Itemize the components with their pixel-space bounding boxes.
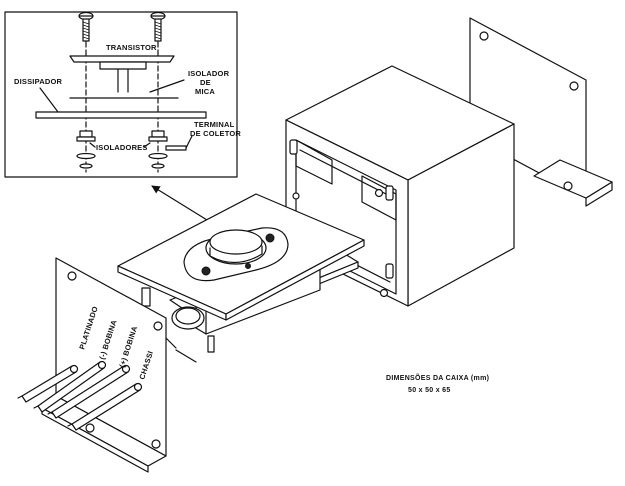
label-isolador-3: MICA [195,87,215,96]
label-dissipador: DISSIPADOR [14,77,63,86]
label-isolador-1: ISOLADOR [188,69,230,78]
insulator-bushing-right [148,130,168,169]
right-mounting-bracket [469,17,613,207]
transistor-side-view [69,55,175,93]
label-terminal-1: TERMINAL [194,120,235,129]
label-isolador-2: DE [200,78,211,87]
inset-frame [4,11,238,178]
power-transistor-to3 [183,227,289,282]
label-terminal-2: DE COLETOR [190,129,241,138]
heatsink-plate [35,111,207,119]
mounting-screw-left [78,11,94,42]
exploded-view-inset: TRANSISTOR ISOLADOR DE MICA DISSIPADOR T… [4,11,241,178]
dimensions-title: DIMENSÕES DA CAIXA (mm) [386,373,489,382]
front-panel-bracket [41,257,167,473]
dimensions-value: 50 x 50 x 65 [408,387,451,394]
label-isoladores: ISOLADORES [96,143,148,152]
label-transistor: TRANSISTOR [106,43,157,52]
collector-terminal-lug [165,145,187,151]
mounting-screw-right [150,11,166,42]
wire-terminals [17,360,143,431]
insulator-bushing-left [76,130,96,169]
